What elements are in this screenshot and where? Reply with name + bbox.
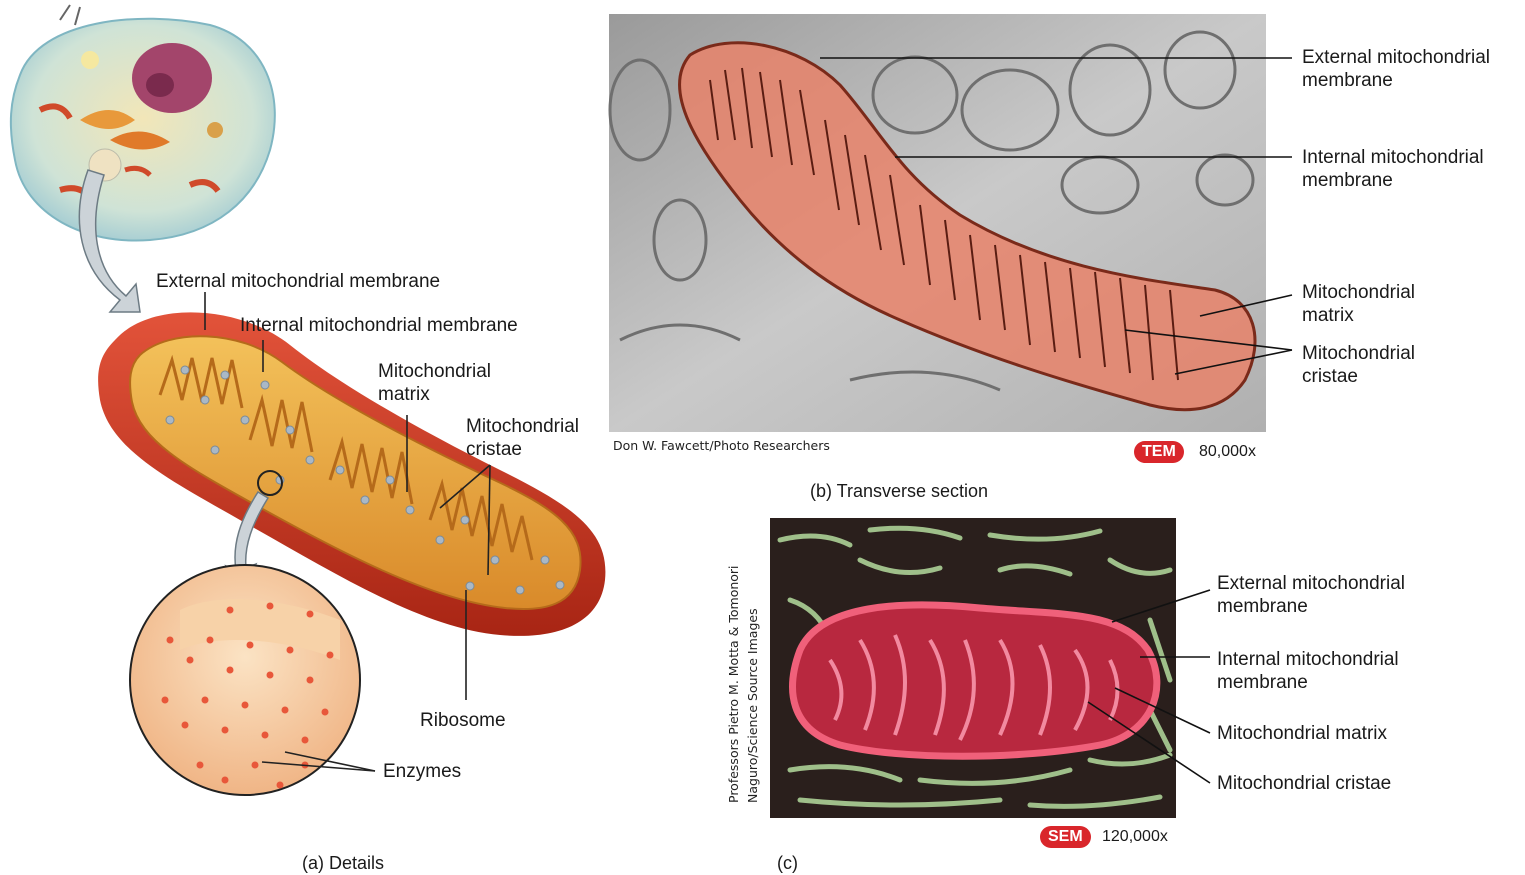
label-line: Internal mitochondrial: [1217, 648, 1399, 671]
panel-c-leader-lines: [1088, 590, 1210, 783]
nucleus-shape: [132, 43, 212, 113]
label-line: cristae: [466, 438, 579, 461]
label-line: matrix: [378, 383, 491, 406]
panel-b-label-cristae: Mitochondrial cristae: [1302, 342, 1415, 388]
panel-b-credit: Don W. Fawcett/Photo Researchers: [613, 438, 830, 453]
credit-line: Professors Pietro M. Motta & Tomonori: [724, 565, 743, 803]
panel-c-label-internal-membrane: Internal mitochondrial membrane: [1217, 648, 1399, 694]
sem-mitochondrion-shape: [793, 605, 1157, 756]
panel-b-label-matrix: Mitochondrial matrix: [1302, 281, 1415, 327]
label-line: Mitochondrial: [1302, 342, 1415, 365]
panel-c-label-matrix: Mitochondrial matrix: [1217, 722, 1387, 745]
label-line: membrane: [1217, 671, 1399, 694]
panel-c-label-cristae: Mitochondrial cristae: [1217, 772, 1391, 795]
label-line: Mitochondrial: [466, 415, 579, 438]
mitochondrion-illustration: [98, 312, 605, 636]
panel-c-credit: Professors Pietro M. Motta & Tomonori Na…: [724, 565, 762, 803]
label-line: membrane: [1217, 595, 1405, 618]
cell-illustration: [11, 5, 275, 241]
label-line: Mitochondrial: [1302, 281, 1415, 304]
credit-line: Naguro/Science Source Images: [743, 565, 762, 803]
panel-b-leader-lines: [820, 58, 1292, 374]
panel-c-magnification: 120,000x: [1102, 826, 1168, 848]
panel-b-magnification: 80,000x: [1199, 441, 1256, 463]
panel-c-caption: (c): [777, 852, 798, 875]
label-line: External mitochondrial: [1302, 46, 1490, 69]
panel-b-caption: (b) Transverse section: [810, 480, 988, 503]
panel-b-tem-badge: TEM: [1134, 441, 1184, 463]
panel-a-label-external-membrane: External mitochondrial membrane: [156, 270, 440, 293]
panel-a-label-matrix: Mitochondrial matrix: [378, 360, 491, 406]
label-line: membrane: [1302, 169, 1484, 192]
panel-a-label-enzymes: Enzymes: [383, 760, 461, 783]
panel-a-label-internal-membrane: Internal mitochondrial membrane: [240, 314, 518, 337]
panel-a-label-ribosome: Ribosome: [420, 709, 506, 732]
panel-a-caption: (a) Details: [302, 852, 384, 875]
panel-c-label-external-membrane: External mitochondrial membrane: [1217, 572, 1405, 618]
panel-c-sem-badge: SEM: [1040, 826, 1091, 848]
label-line: cristae: [1302, 365, 1415, 388]
label-line: matrix: [1302, 304, 1415, 327]
panel-a-illustration: [0, 0, 760, 874]
panel-b-label-external-membrane: External mitochondrial membrane: [1302, 46, 1490, 92]
label-line: Mitochondrial: [378, 360, 491, 383]
tem-mitochondrion-shape: [680, 43, 1255, 410]
panel-b-label-internal-membrane: Internal mitochondrial membrane: [1302, 146, 1484, 192]
panel-a-label-cristae: Mitochondrial cristae: [466, 415, 579, 461]
label-line: External mitochondrial: [1217, 572, 1405, 595]
label-line: Internal mitochondrial: [1302, 146, 1484, 169]
label-line: membrane: [1302, 69, 1490, 92]
